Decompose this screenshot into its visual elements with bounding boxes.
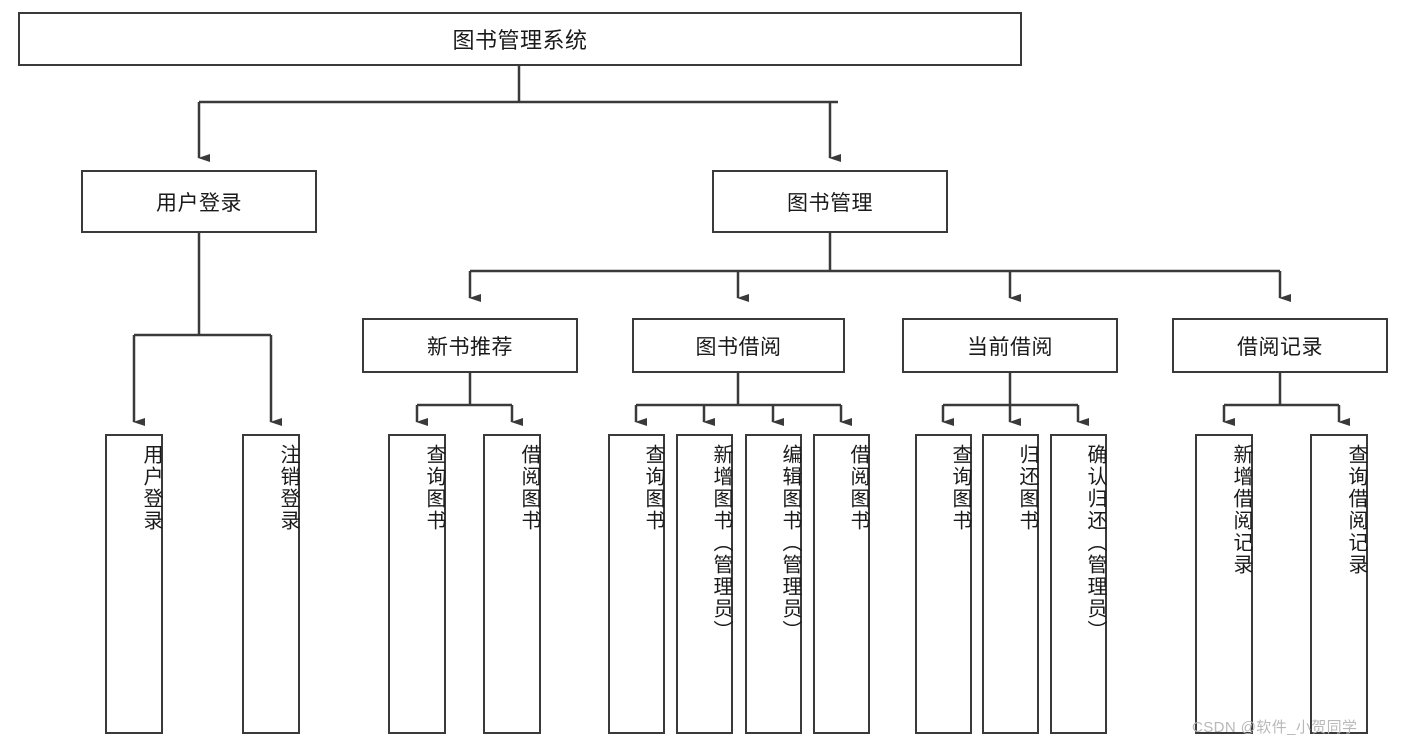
node-leaf-return-book-label: 归还图书: [1016, 444, 1038, 532]
node-new-book-rec[interactable]: 新书推荐: [362, 318, 578, 373]
node-leaf-add-book-label: 新增图书（管理员）: [710, 444, 732, 642]
node-book-borrow-label: 图书借阅: [695, 335, 782, 359]
node-book-borrow[interactable]: 图书借阅: [632, 318, 845, 373]
node-borrow-record[interactable]: 借阅记录: [1172, 318, 1388, 373]
node-leaf-query-record[interactable]: 查询借阅记录: [1310, 434, 1368, 734]
node-leaf-edit-book[interactable]: 编辑图书（管理员）: [745, 434, 802, 734]
node-leaf-query-book-1[interactable]: 查询图书: [388, 434, 446, 734]
node-leaf-add-book[interactable]: 新增图书（管理员）: [676, 434, 733, 734]
node-leaf-borrow-book-1[interactable]: 借阅图书: [483, 434, 541, 734]
node-leaf-edit-book-label: 编辑图书（管理员）: [779, 444, 801, 642]
node-root-label: 图书管理系统: [452, 28, 588, 53]
node-leaf-query-book-1-label: 查询图书: [423, 444, 445, 532]
node-new-book-rec-label: 新书推荐: [427, 335, 513, 359]
node-leaf-return-book[interactable]: 归还图书: [982, 434, 1039, 734]
node-leaf-confirm-return[interactable]: 确认归还（管理员）: [1050, 434, 1107, 734]
node-leaf-add-record[interactable]: 新增借阅记录: [1195, 434, 1253, 734]
node-user-login[interactable]: 用户登录: [81, 170, 317, 233]
node-current-borrow[interactable]: 当前借阅: [902, 318, 1118, 373]
node-leaf-add-record-label: 新增借阅记录: [1230, 444, 1252, 576]
node-leaf-query-record-label: 查询借阅记录: [1345, 444, 1367, 576]
node-leaf-query-book-2-label: 查询图书: [642, 444, 664, 532]
node-leaf-borrow-book-2-label: 借阅图书: [847, 444, 869, 532]
node-book-manage-label: 图书管理: [787, 191, 873, 215]
node-user-login-label: 用户登录: [156, 191, 242, 215]
node-leaf-query-book-2[interactable]: 查询图书: [608, 434, 665, 734]
node-book-manage[interactable]: 图书管理: [712, 170, 948, 233]
node-leaf-logout-label: 注销登录: [277, 444, 299, 532]
node-leaf-query-book-3-label: 查询图书: [949, 444, 971, 532]
node-leaf-query-book-3[interactable]: 查询图书: [915, 434, 972, 734]
node-root[interactable]: 图书管理系统: [18, 12, 1022, 66]
node-leaf-confirm-return-label: 确认归还（管理员）: [1084, 444, 1106, 642]
watermark: CSDN @软件_小贺同学: [1192, 719, 1358, 736]
node-leaf-logout[interactable]: 注销登录: [242, 434, 300, 734]
node-current-borrow-label: 当前借阅: [967, 335, 1053, 359]
node-leaf-user-login[interactable]: 用户登录: [105, 434, 163, 734]
node-leaf-user-login-label: 用户登录: [140, 444, 162, 532]
node-leaf-borrow-book-1-label: 借阅图书: [518, 444, 540, 532]
node-leaf-borrow-book-2[interactable]: 借阅图书: [813, 434, 870, 734]
node-borrow-record-label: 借阅记录: [1237, 335, 1323, 359]
